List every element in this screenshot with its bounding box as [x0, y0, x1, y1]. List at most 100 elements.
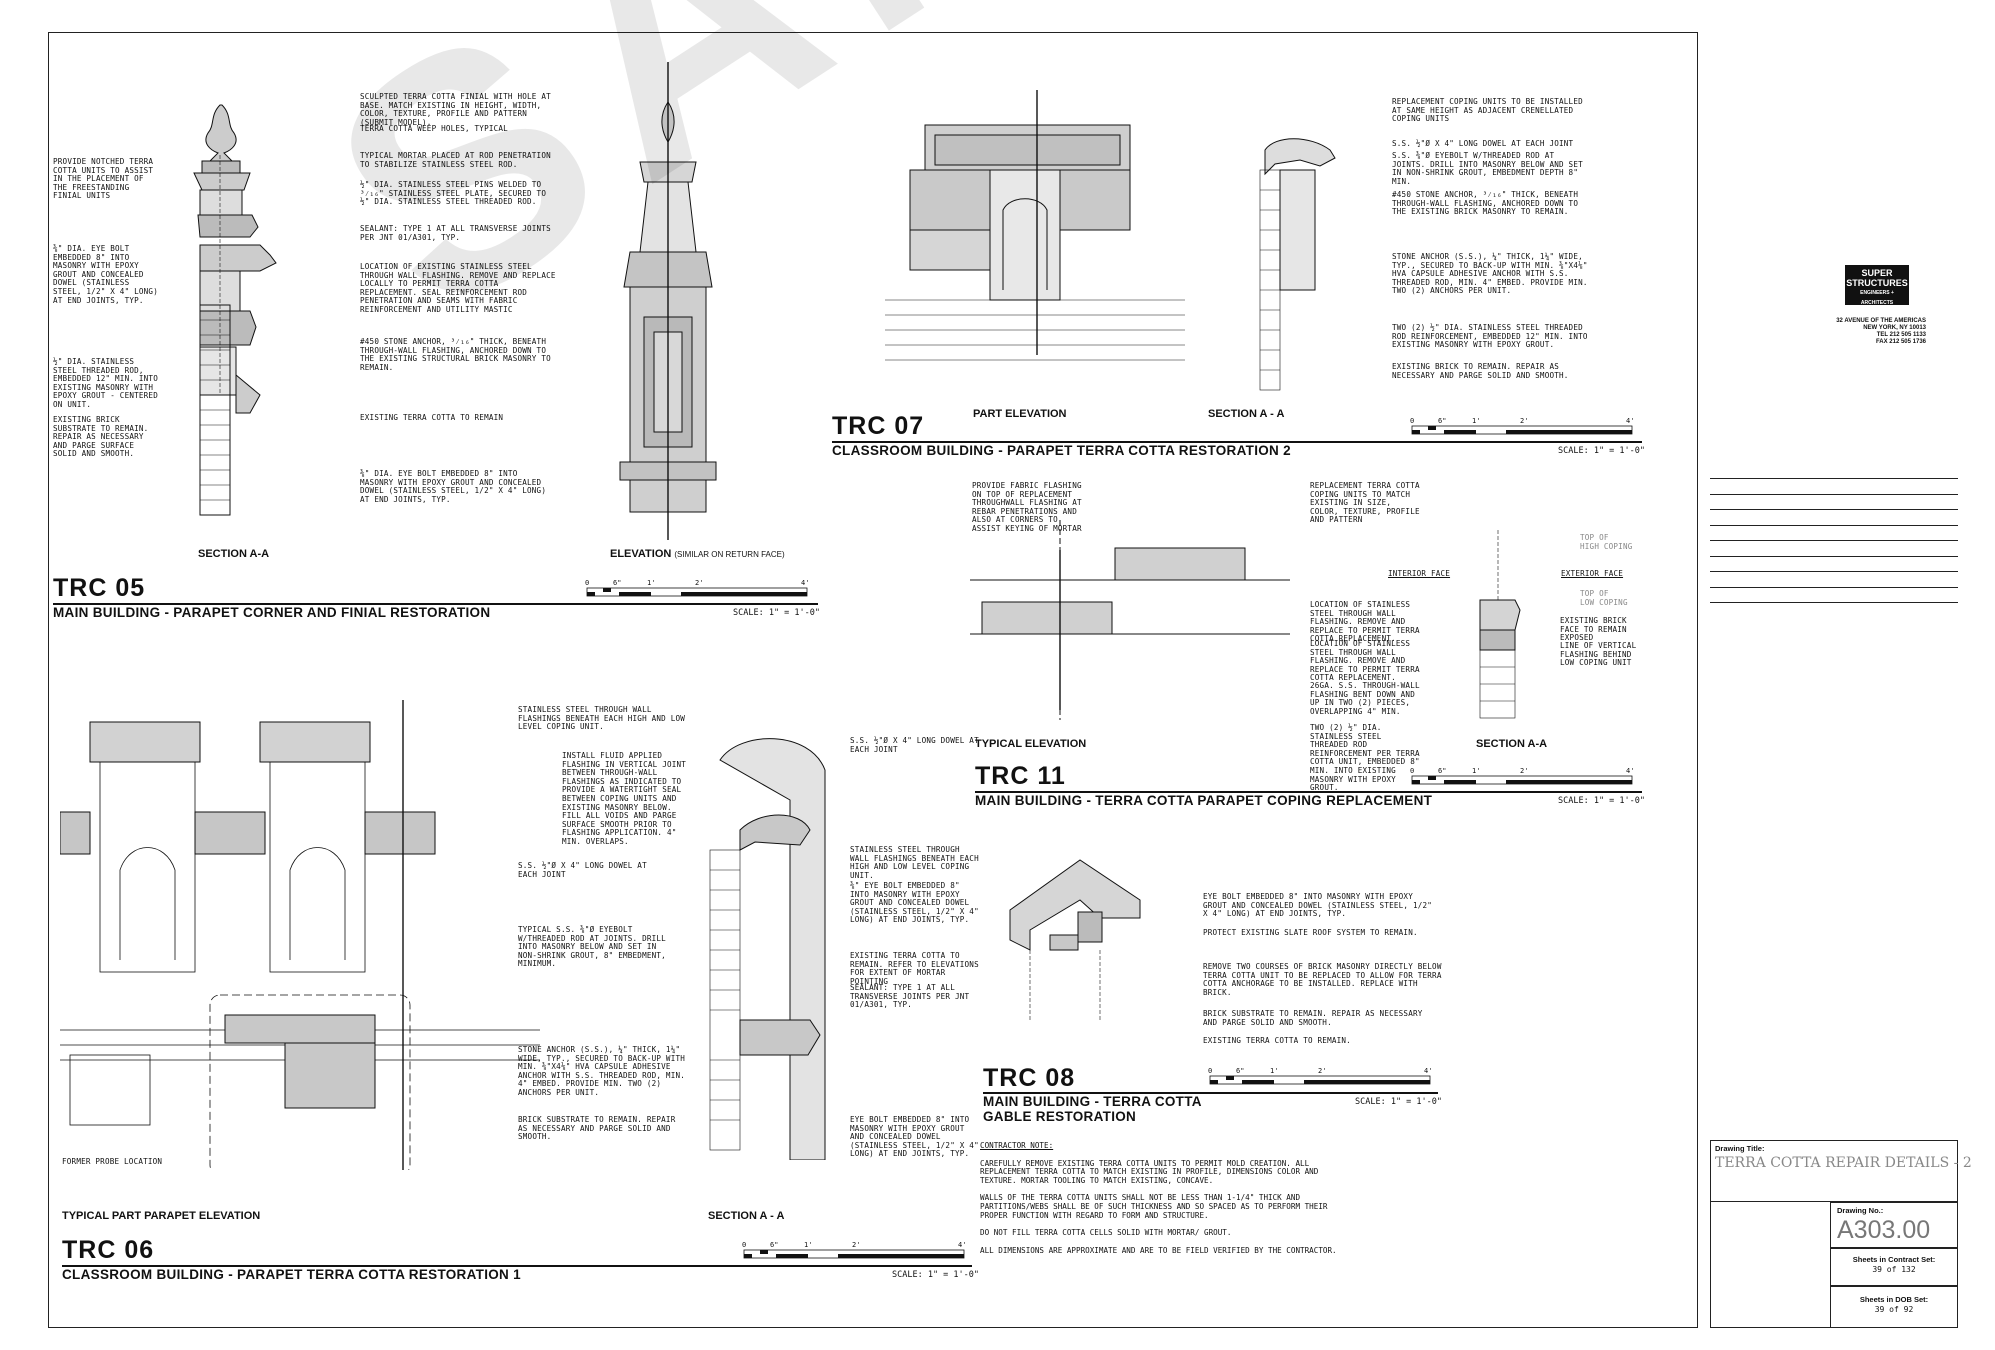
trc08-title: MAIN BUILDING - TERRA COTTA GABLE RESTOR…: [983, 1094, 1202, 1124]
trc06-mid-note-5: STONE ANCHOR (S.S.), ¼" THICK, 1¼" WIDE,…: [518, 1045, 686, 1097]
trc06-scale-tick-0: 0: [742, 1241, 746, 1249]
trc11-note-5: 26GA. S.S. THROUGH-WALL FLASHING BENT DO…: [1310, 681, 1420, 716]
contractor-note-heading: CONTRACTOR NOTE:: [980, 1141, 1054, 1150]
trc08-scale-tick-4: 4': [1424, 1067, 1432, 1075]
drawing-number-box: Drawing No.: A303.00: [1830, 1202, 1958, 1248]
trc06-probe-label: FORMER PROBE LOCATION: [62, 1157, 163, 1166]
trc07-view2-label: SECTION A - A: [1208, 408, 1285, 420]
trc11-note-6: TWO (2) ½" DIA. STAINLESS STEEL THREADED…: [1310, 723, 1420, 793]
contract-set-label: Sheets in Contract Set:: [1852, 1255, 1936, 1264]
trc08-number: TRC 08: [983, 1064, 1076, 1092]
trc11-title-rule: [975, 791, 1642, 793]
trc07-note-2: S.S. ½"Ø X 4" LONG DOWEL AT EACH JOINT: [1392, 139, 1574, 148]
trc06-right-note-2: STAINLESS STEEL THROUGH WALL FLASHINGS B…: [850, 845, 979, 880]
trc06-mid-note-6: BRICK SUBSTRATE TO REMAIN. REPAIR AS NEC…: [518, 1115, 676, 1142]
trc05-scale-tick-4: 4': [801, 579, 809, 587]
trc06-mid-note-2: INSTALL FLUID APPLIED FLASHING IN VERTIC…: [562, 751, 687, 846]
trc08-section-drawing: [1009, 859, 1141, 1020]
trc08-scale: SCALE: 1" = 1'-0": [1355, 1097, 1442, 1107]
drawing-title-box: Drawing Title: TERRA COTTA REPAIR DETAIL…: [1710, 1140, 1972, 1202]
trc05-scale-tick-1: 6": [613, 579, 621, 587]
trc06-view2-label: SECTION A - A: [708, 1210, 785, 1222]
trc06-scale: SCALE: 1" = 1'-0": [892, 1270, 979, 1280]
trc11-scale-tick-3: 2': [1520, 767, 1528, 775]
trc05-note-9: ⅜" DIA. EYE BOLT EMBEDDED 8" INTO MASONR…: [360, 469, 547, 504]
trc11-title: MAIN BUILDING - TERRA COTTA PARAPET COPI…: [975, 793, 1433, 808]
trc05-scale-bar: 0 6" 1' 2' 4': [585, 579, 809, 597]
trc08-scale-tick-2: 1': [1270, 1067, 1278, 1075]
trc08-note-5: EXISTING TERRA COTTA TO REMAIN.: [1203, 1036, 1351, 1045]
dob-set-box: Sheets in DOB Set: 39 of 92: [1830, 1286, 1958, 1328]
revision-lines: [1710, 478, 1958, 618]
trc05-scale-tick-3: 2': [695, 579, 703, 587]
trc07-note-4: #450 STONE ANCHOR, ³⁄₁₆" THICK, BENEATH …: [1392, 190, 1579, 217]
contract-set-box: Sheets in Contract Set: 39 of 132: [1830, 1248, 1958, 1286]
trc06-mid-note-4: TYPICAL S.S. ⅜"Ø EYEBOLT W/THREADED ROD …: [518, 925, 666, 969]
trc06-elevation-drawing: [60, 700, 540, 1170]
trc06-scale-bar: 0 6" 1' 2' 4': [742, 1241, 966, 1259]
trc05-left-note-3: ½" DIA. STAINLESS STEEL THREADED ROD, EM…: [53, 357, 158, 409]
trc05-note-2: TERRA COTTA WEEP HOLES, TYPICAL: [360, 124, 508, 133]
trc08-note-1: EYE BOLT EMBEDDED 8" INTO MASONRY WITH E…: [1203, 892, 1433, 919]
trc06-number: TRC 06: [62, 1236, 155, 1264]
trc05-left-note-2: ⅜" DIA. EYE BOLT EMBEDDED 8" INTO MASONR…: [53, 244, 158, 305]
trc05-view2-label: ELEVATION (SIMILAR ON RETURN FACE): [610, 548, 785, 560]
trc06-right-note-4: EXISTING TERRA COTTA TO REMAIN. REFER TO…: [850, 951, 979, 986]
trc07-note-1: REPLACEMENT COPING UNITS TO BE INSTALLED…: [1392, 97, 1583, 124]
drawing-number-label: Drawing No.:: [1837, 1206, 1884, 1215]
trc08-note-2: PROTECT EXISTING SLATE ROOF SYSTEM TO RE…: [1203, 928, 1418, 937]
contractor-note-4: ALL DIMENSIONS ARE APPROXIMATE AND ARE T…: [980, 1245, 1337, 1255]
trc11-note-7: EXISTING BRICK FACE TO REMAIN EXPOSED: [1560, 616, 1627, 643]
trc11-note-2: REPLACEMENT TERRA COTTA COPING UNITS TO …: [1310, 481, 1420, 525]
trc05-note-3: TYPICAL MORTAR PLACED AT ROD PENETRATION…: [360, 151, 551, 169]
contractor-note-block: CONTRACTOR NOTE: CAREFULLY REMOVE EXISTI…: [980, 1141, 1340, 1264]
trc07-view1-label: PART ELEVATION: [973, 408, 1067, 420]
trc08-scale-tick-3: 2': [1318, 1067, 1326, 1075]
trc07-scale-tick-4: 4': [1626, 417, 1634, 425]
trc05-scale: SCALE: 1" = 1'-0": [733, 608, 820, 618]
trc11-view2-label: SECTION A-A: [1476, 738, 1548, 750]
contractor-note-3: DO NOT FILL TERRA COTTA CELLS SOLID WITH…: [980, 1228, 1232, 1238]
title-block-bottom-border: [1710, 1327, 1958, 1328]
trc05-title: MAIN BUILDING - PARAPET CORNER AND FINIA…: [53, 605, 491, 620]
trc11-note-1: PROVIDE FABRIC FLASHING ON TOP OF REPLAC…: [972, 481, 1082, 533]
trc05-note-7: #450 STONE ANCHOR, ³⁄₁₆" THICK, BENEATH …: [360, 337, 551, 372]
trc07-scale: SCALE: 1" = 1'-0": [1558, 446, 1645, 456]
contractor-note-1: CAREFULLY REMOVE EXISTING TERRA COTTA UN…: [980, 1158, 1319, 1185]
trc06-right-note-3: ⅜" EYE BOLT EMBEDDED 8" INTO MASONRY WIT…: [850, 881, 979, 925]
trc05-section-drawing: [193, 104, 277, 516]
dob-set-value: 39 of 92: [1874, 1305, 1914, 1314]
trc11-scale-tick-4: 4': [1626, 767, 1634, 775]
trc07-scale-tick-1: 6": [1438, 417, 1446, 425]
trc08-scale-tick-1: 6": [1236, 1067, 1244, 1075]
trc11-top-high: TOP OF HIGH COPING: [1580, 533, 1633, 551]
trc05-title-rule: [53, 603, 818, 605]
trc06-title: CLASSROOM BUILDING - PARAPET TERRA COTTA…: [62, 1267, 521, 1282]
firm-name-2: STRUCTURES: [1846, 278, 1908, 288]
firm-name-1: SUPER: [1861, 268, 1893, 278]
trc11-note-8: LINE OF VERTICAL FLASHING BEHIND LOW COP…: [1560, 641, 1637, 668]
trc11-interior-face: INTERIOR FACE: [1388, 569, 1451, 578]
trc08-title-rule: [983, 1092, 1438, 1094]
trc06-mid-note-3: S.S. ½"Ø X 4" LONG DOWEL AT EACH JOINT: [518, 861, 647, 879]
dob-set-label: Sheets in DOB Set:: [1859, 1295, 1929, 1304]
trc05-elevation-drawing: [619, 62, 717, 540]
trc07-title: CLASSROOM BUILDING - PARAPET TERRA COTTA…: [832, 443, 1291, 458]
trc05-scale-tick-2: 1': [647, 579, 655, 587]
trc11-top-low: TOP OF LOW COPING: [1580, 589, 1628, 607]
trc05-left-note-4: EXISTING BRICK SUBSTRATE TO REMAIN. REPA…: [53, 415, 149, 459]
trc06-right-note-5: SEALANT: TYPE 1 AT ALL TRANSVERSE JOINTS…: [850, 983, 970, 1010]
trc11-exterior-face: EXTERIOR FACE: [1561, 569, 1624, 578]
trc05-note-5: SEALANT: TYPE 1 AT ALL TRANSVERSE JOINTS…: [360, 224, 551, 242]
trc05-note-1: SCULPTED TERRA COTTA FINIAL WITH HOLE AT…: [360, 92, 551, 127]
trc07-scale-tick-2: 1': [1472, 417, 1480, 425]
trc11-scale-bar: 0 6" 1' 2' 4': [1410, 767, 1634, 785]
drawing-number: A303.00: [1837, 1216, 1931, 1244]
trc06-scale-tick-2: 1': [804, 1241, 812, 1249]
trc07-scale-tick-0: 0: [1410, 417, 1414, 425]
trc11-scale: SCALE: 1" = 1'-0": [1558, 796, 1645, 806]
trc07-note-5: STONE ANCHOR (S.S.), ¼" THICK, 1¼" WIDE,…: [1392, 252, 1588, 296]
trc06-view1-label: TYPICAL PART PARAPET ELEVATION: [62, 1210, 261, 1222]
trc05-note-6: LOCATION OF EXISTING STAINLESS STEEL THR…: [360, 262, 556, 314]
trc08-note-4: BRICK SUBSTRATE TO REMAIN. REPAIR AS NEC…: [1203, 1009, 1423, 1027]
